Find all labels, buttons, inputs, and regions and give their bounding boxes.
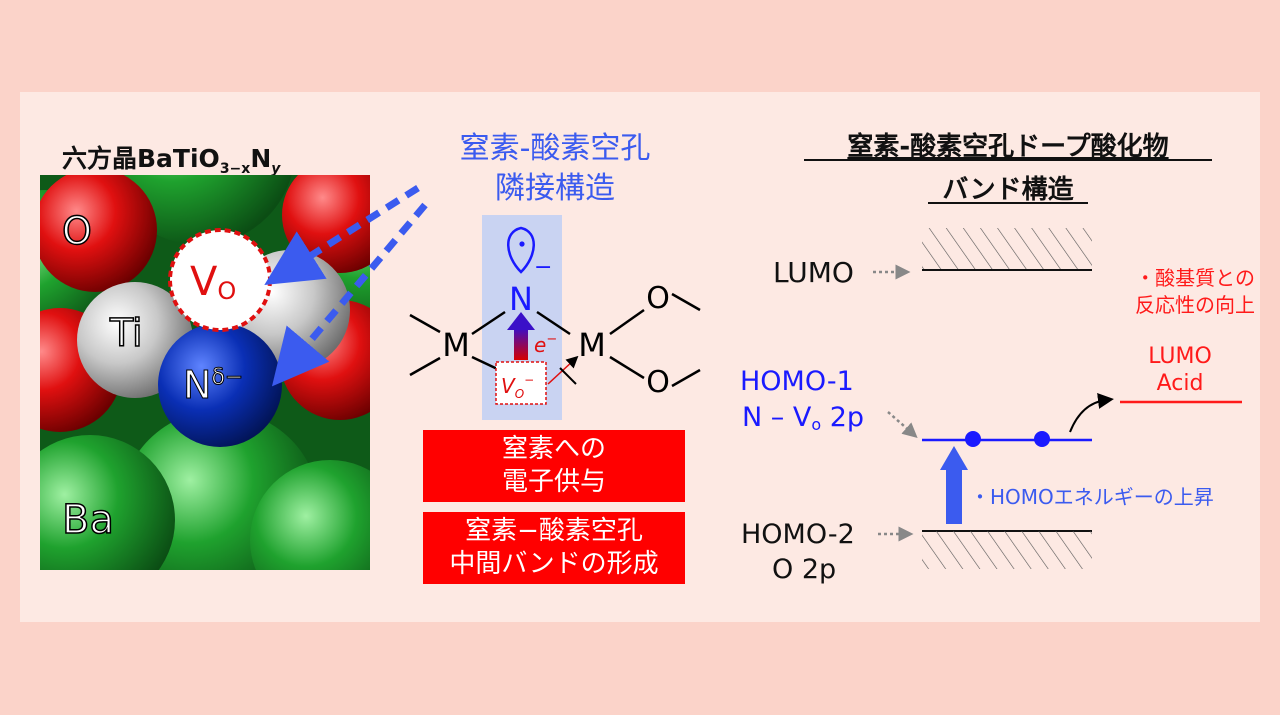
electron-donation-box: 窒素への 電子供与	[423, 430, 685, 502]
homo2-orbital: O 2p	[772, 554, 836, 585]
barium-atom	[250, 460, 370, 570]
homo-note: ・HOMOエネルギーの上昇	[970, 485, 1214, 509]
electron-donation-line1: 窒素への	[501, 434, 606, 464]
label-vacancy: VO	[190, 259, 236, 305]
structure-heading-line1: 窒素-酸素空孔	[460, 131, 651, 166]
midgap-band-line1: 窒素−酸素空孔	[465, 516, 643, 546]
homo-rise-arrowhead	[940, 446, 968, 470]
band-title-line2: バンド構造	[942, 175, 1073, 205]
electron-donation-line2: 電子供与	[501, 467, 606, 497]
acid-label: Acid	[1157, 371, 1204, 396]
bonds	[409, 292, 701, 388]
valence-band	[922, 531, 1092, 569]
label-nitrogen: Nδ−	[183, 363, 243, 407]
homo1-orbital: N – Vo 2p	[742, 402, 864, 434]
homo-rise-arrow	[946, 466, 962, 524]
label-titanium: Ti	[109, 311, 143, 355]
conduction-band	[922, 228, 1092, 270]
electron-excitation-arrow	[1069, 393, 1114, 433]
homo1-pointer	[887, 411, 918, 438]
oxygen-atom-bottom: O	[646, 365, 670, 400]
electron-dot	[1034, 431, 1050, 447]
structure-heading-line2: 隣接構造	[495, 171, 615, 206]
acid-lumo-label: LUMO	[1148, 344, 1212, 369]
cross-mark	[559, 367, 577, 385]
electron-dot	[965, 431, 981, 447]
label-barium: Ba	[62, 497, 114, 543]
vacancy-label: VO−	[501, 373, 534, 401]
nitrogen-pointer-arrow	[271, 202, 428, 387]
electron-transfer-arrow	[514, 328, 528, 360]
homo1-label: HOMO-1	[740, 366, 854, 397]
nitrogen-atom	[158, 323, 282, 447]
lumo-label: LUMO	[773, 256, 854, 289]
nitrogen-atom-label: N	[509, 280, 533, 318]
metal-atom-right: M	[578, 326, 606, 364]
oxygen-atom	[40, 175, 157, 292]
vacancy-box	[495, 361, 547, 405]
lumo-note-line1: ・酸基質との	[1135, 266, 1255, 290]
homo2-label: HOMO-2	[741, 519, 855, 550]
electron-transfer-arrowhead	[507, 312, 535, 330]
lumo-note-line2: 反応性の向上	[1135, 293, 1255, 317]
midgap-band-box: 窒素−酸素空孔 中間バンドの形成	[423, 512, 685, 584]
lone-pair-icon	[507, 226, 535, 274]
electron-dot	[519, 241, 525, 247]
label-oxygen: O	[62, 209, 92, 253]
oxygen-atom-top: O	[646, 281, 670, 316]
vacancy-arrow	[547, 355, 579, 385]
electron-label: e−	[534, 332, 557, 357]
nitrogen-charge: −	[534, 255, 552, 280]
midgap-band-line2: 中間バンドの形成	[449, 549, 659, 579]
metal-atom-left: M	[442, 326, 470, 364]
band-title-line1: 窒素-酸素空孔ドープ酸化物	[847, 131, 1168, 162]
vacancy-pointer-arrow	[264, 185, 420, 285]
crystal-title: 六方晶BaTiO3−xNy	[62, 144, 281, 177]
barium-atom	[40, 435, 175, 570]
